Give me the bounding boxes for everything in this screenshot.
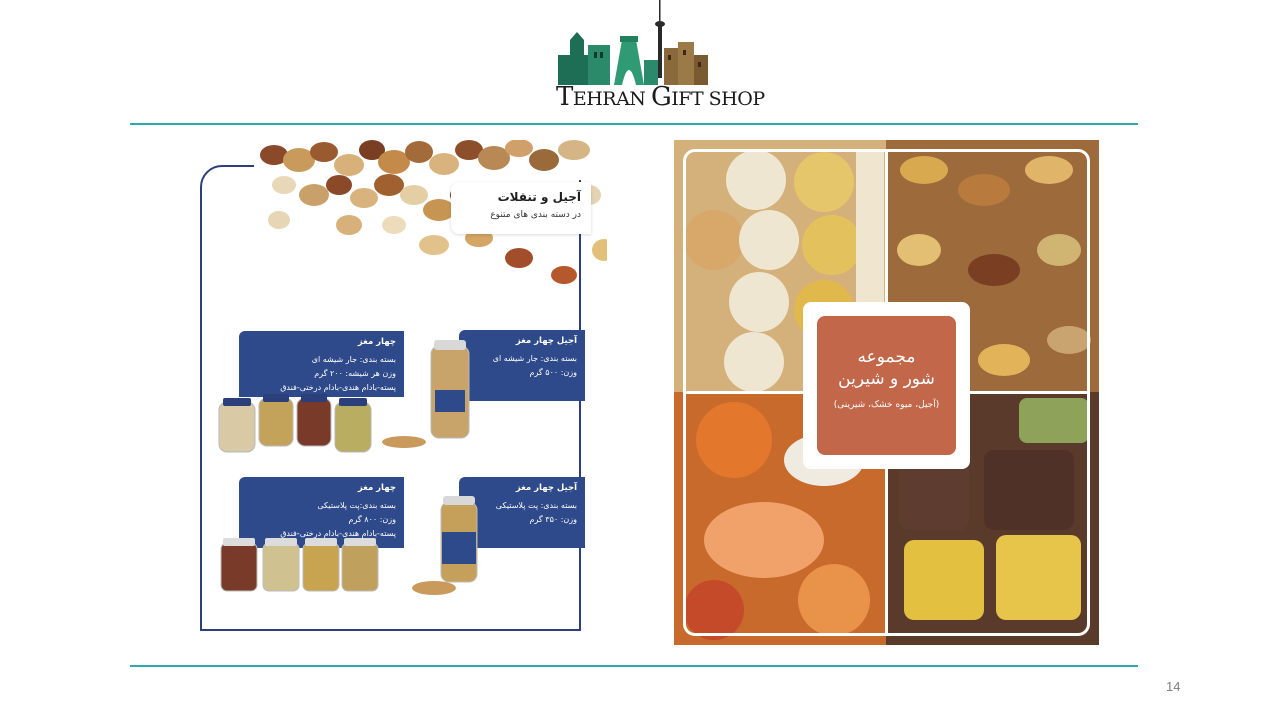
tehran-skyline-icon (558, 0, 708, 85)
tehran-gift-shop-logo: TEHRAN GIFT SHOP (556, 0, 765, 116)
glass-jar (334, 398, 372, 453)
pet-jar (262, 538, 300, 592)
sweet-salty-collection-page: مجموعه شور و شیرین (آجیل، میوه خشک، شیری… (674, 140, 1099, 645)
collection-title-box: مجموعه شور و شیرین (آجیل، میوه خشک، شیری… (817, 316, 956, 455)
spec-box-single-jar: آجیل چهار مغز بسته بندی: جار شیشه ای وزن… (459, 330, 585, 401)
pet-jar (220, 538, 258, 592)
logo-wordmark: TEHRAN GIFT SHOP (556, 82, 765, 112)
product-jars-image (218, 340, 478, 595)
glass-jar (218, 398, 256, 453)
collection-subtitle: (آجیل، میوه خشک، شیرینی) (833, 400, 940, 410)
nuts-catalog-page: آجیل و تنقلات در دسته بندی های متنوع چها… (199, 140, 607, 632)
collection-title-card: مجموعه شور و شیرین (آجیل، میوه خشک، شیری… (803, 302, 970, 469)
top-divider (130, 123, 1138, 125)
tall-glass-jar (430, 340, 470, 439)
pet-jar (341, 538, 379, 592)
section-title-card: آجیل و تنقلات در دسته بندی های متنوع (451, 182, 591, 234)
spec-box-pet-set: چهار مغز بسته بندی:پت پلاستیکی وزن: ۸۰۰ … (239, 477, 404, 548)
pet-jar (302, 538, 340, 592)
page-number: 14 (1166, 679, 1181, 694)
bottom-divider (130, 665, 1138, 667)
section-title: آجیل و تنقلات (497, 190, 581, 204)
collection-title-line2: شور و شیرین (838, 369, 935, 389)
tall-pet-jar (440, 496, 478, 583)
mixed-nuts-image (254, 140, 607, 284)
glass-jar (258, 394, 294, 447)
collection-title-line1: مجموعه (857, 347, 916, 367)
spec-box-single-pet: آجیل چهار مغز بسته بندی: پت پلاستیکی وزن… (459, 477, 585, 548)
section-subtitle: در دسته بندی های متنوع (490, 210, 581, 220)
glass-jar (296, 394, 332, 447)
spec-box-jar-set: چهار مغز بسته بندی: جار شیشه ای وزن هر ش… (239, 331, 404, 397)
